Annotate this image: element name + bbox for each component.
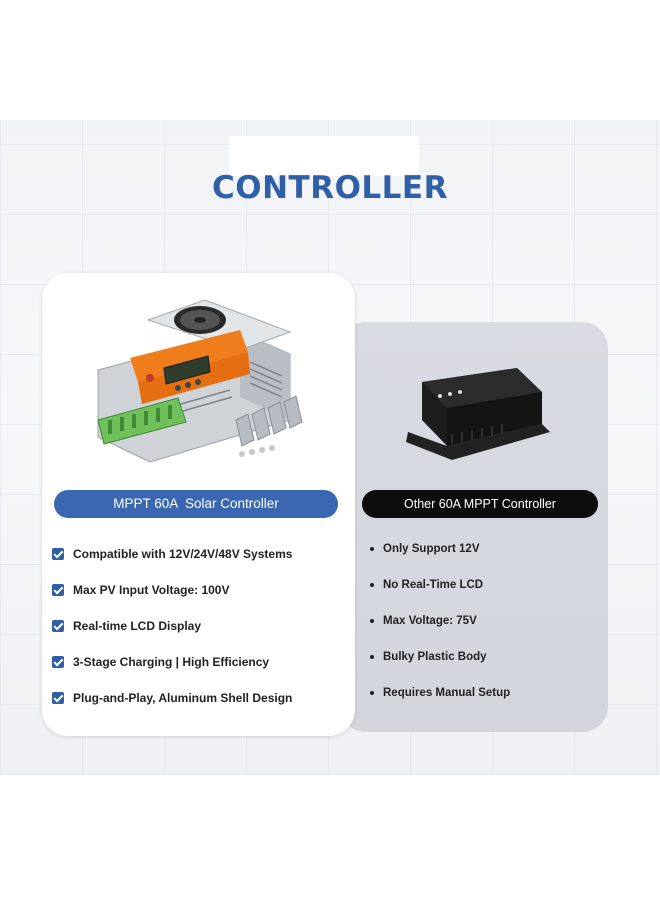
mppt-controller-image (97, 299, 303, 463)
page-title: CONTROLLER (212, 170, 448, 206)
list-item: Bulky Plastic Body (370, 639, 600, 675)
dot-icon (370, 655, 374, 659)
list-item: Max PV Input Voltage: 100V (52, 572, 347, 608)
competitor-label-pill: Other 60A MPPT Controller (362, 490, 598, 518)
product-feature-list: Compatible with 12V/24V/48V Systems Max … (52, 536, 347, 716)
product-label-pill: MPPT 60A Solar Controller (54, 490, 338, 518)
check-square-icon (52, 548, 64, 560)
dot-icon (370, 547, 374, 551)
list-item: Compatible with 12V/24V/48V Systems (52, 536, 347, 572)
competitor-feature-list: Only Support 12V No Real-Time LCD Max Vo… (370, 531, 600, 711)
check-square-icon (52, 692, 64, 704)
list-item: Requires Manual Setup (370, 675, 600, 711)
title-backdrop (229, 136, 419, 176)
check-square-icon (52, 656, 64, 668)
dot-icon (370, 691, 374, 695)
check-square-icon (52, 620, 64, 632)
list-item: No Real-Time LCD (370, 567, 600, 603)
dot-icon (370, 619, 374, 623)
list-item: Only Support 12V (370, 531, 600, 567)
list-item: 3-Stage Charging | High Efficiency (52, 644, 347, 680)
dot-icon (370, 583, 374, 587)
list-item: Plug-and-Play, Aluminum Shell Design (52, 680, 347, 716)
check-square-icon (52, 584, 64, 596)
list-item: Max Voltage: 75V (370, 603, 600, 639)
list-item: Real-time LCD Display (52, 608, 347, 644)
competitor-controller-image (406, 368, 550, 460)
